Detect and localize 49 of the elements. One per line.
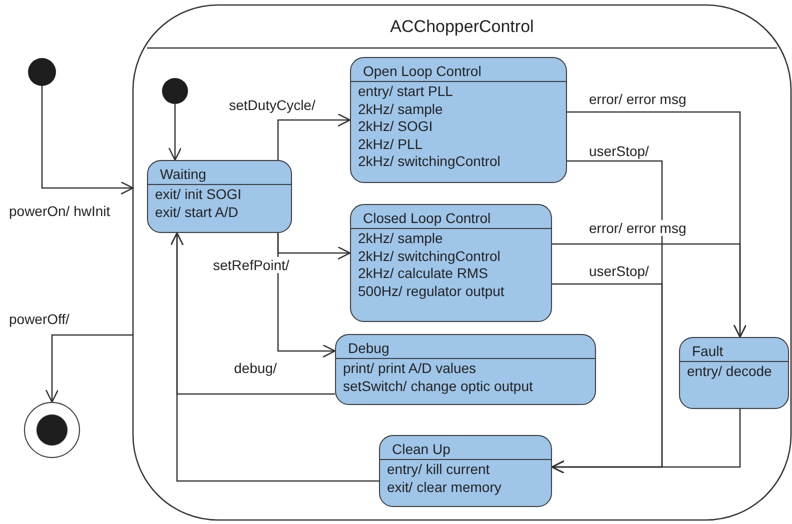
state-action: 2kHz/ SOGI xyxy=(357,118,434,136)
transition-arrow xyxy=(45,334,133,403)
edge-label: setRefPoint/ xyxy=(212,257,290,273)
state-action: exit/ clear memory xyxy=(386,478,502,496)
state-box xyxy=(350,204,552,322)
state-action: 2kHz/ sample xyxy=(357,100,444,118)
state-name: Fault xyxy=(680,338,788,362)
state-action: print/ print A/D values xyxy=(342,360,478,378)
initial-state xyxy=(28,58,56,86)
state-action: exit/ init SOGI xyxy=(154,186,242,204)
state-box xyxy=(147,160,292,233)
edge-label: userStop/ xyxy=(588,263,650,279)
state-name: Closed Loop Control xyxy=(351,205,551,229)
edge-label: debug/ xyxy=(233,360,278,376)
edge-label: error/ error msg xyxy=(588,91,688,107)
edge-label: powerOn/ hwInit xyxy=(8,203,112,219)
state-name: Clean Up xyxy=(380,436,551,460)
initial-state xyxy=(162,78,188,104)
state-action: setSwitch/ change optic output xyxy=(342,378,534,395)
state-name: Waiting xyxy=(148,161,291,185)
state-box xyxy=(679,337,789,409)
transition-arrow xyxy=(170,232,379,482)
state-action: 2kHz/ calculate RMS xyxy=(357,265,489,282)
transition-arrow xyxy=(168,104,182,161)
transition-arrow xyxy=(551,409,741,474)
composite-state xyxy=(133,5,791,520)
state-action: 2kHz/ switchingControl xyxy=(357,248,502,265)
edge-label: powerOff/ xyxy=(8,311,70,327)
transition-arrow xyxy=(277,233,336,358)
transition-arrow xyxy=(41,86,134,195)
state-box xyxy=(350,57,567,183)
transition-arrow xyxy=(552,243,747,338)
state-action: 500Hz/ regulator output xyxy=(357,282,506,300)
edge-label: error/ error msg xyxy=(588,220,688,236)
edge-label: setDutyCycle/ xyxy=(228,97,316,113)
state-action: entry/ decode xyxy=(686,363,773,380)
state-box xyxy=(379,435,552,507)
state-action: exit/ start A/D xyxy=(154,204,240,221)
state-action: 2kHz/ sample xyxy=(357,230,444,248)
state-action: 2kHz/ switchingControl xyxy=(357,153,502,170)
state-name: Open Loop Control xyxy=(351,58,566,82)
edge-label: userStop/ xyxy=(588,143,650,159)
state-action: entry/ start PLL xyxy=(357,83,454,100)
transition-arrow xyxy=(277,113,351,160)
state-box xyxy=(335,334,596,405)
state-name: Debug xyxy=(336,335,595,359)
state-action: entry/ kill current xyxy=(386,461,491,478)
state-action: 2kHz/ PLL xyxy=(357,136,424,153)
state-name: ACChopperControl xyxy=(389,17,535,37)
